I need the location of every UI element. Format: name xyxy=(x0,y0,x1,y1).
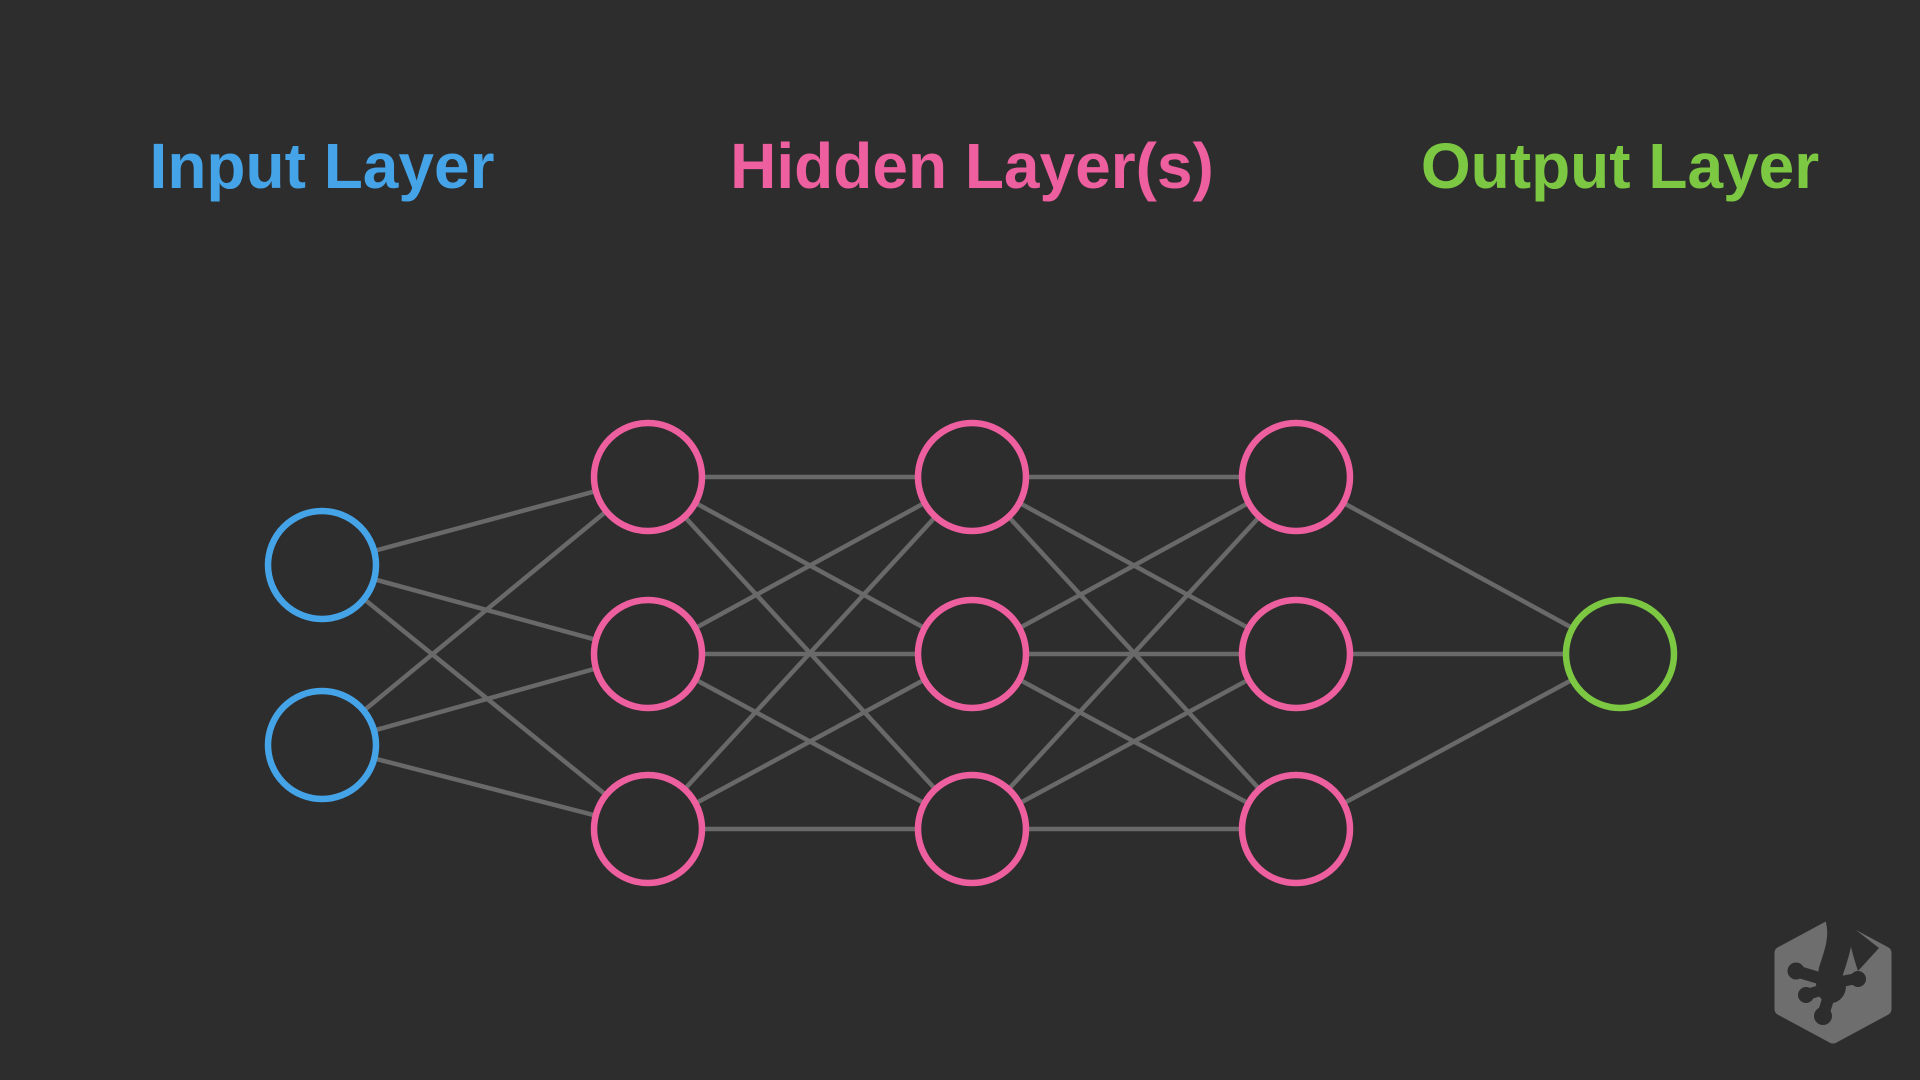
node-hidden-1-1 xyxy=(590,419,706,535)
node-hidden-2-3 xyxy=(914,771,1030,887)
node-hidden-2-2 xyxy=(914,596,1030,712)
node-hidden-2-1 xyxy=(914,419,1030,535)
node-hidden-3-3 xyxy=(1238,771,1354,887)
node-output-1 xyxy=(1562,596,1678,712)
node-hidden-1-3 xyxy=(590,771,706,887)
edge-hidden-2-3-to-hidden-3-2 xyxy=(970,652,1298,831)
input-layer-label: Input Layer xyxy=(149,130,495,202)
edge-hidden-2-3-to-hidden-3-1 xyxy=(970,475,1298,831)
edge-hidden-3-1-to-output-1 xyxy=(1294,475,1622,656)
edge-hidden-2-2-to-hidden-3-1 xyxy=(970,475,1298,656)
node-hidden-3-1 xyxy=(1238,419,1354,535)
edge-input-2-to-hidden-1-1 xyxy=(320,475,650,747)
hidden-layer-label: Hidden Layer(s) xyxy=(730,130,1214,202)
edge-hidden-1-3-to-hidden-2-2 xyxy=(646,652,974,831)
frog-foot-icon xyxy=(1787,906,1879,1025)
node-input-1 xyxy=(264,507,380,623)
node-input-2 xyxy=(264,687,380,803)
edge-hidden-1-2-to-hidden-2-1 xyxy=(646,475,974,656)
node-hidden-1-2 xyxy=(590,596,706,712)
nodes-group xyxy=(264,419,1678,887)
node-hidden-3-2 xyxy=(1238,596,1354,712)
brand-logo xyxy=(1774,906,1892,1044)
output-layer-label: Output Layer xyxy=(1420,130,1820,202)
edge-input-1-to-hidden-1-3 xyxy=(320,563,650,831)
edge-hidden-3-3-to-output-1 xyxy=(1294,652,1622,831)
edge-hidden-1-3-to-hidden-2-1 xyxy=(646,475,974,831)
